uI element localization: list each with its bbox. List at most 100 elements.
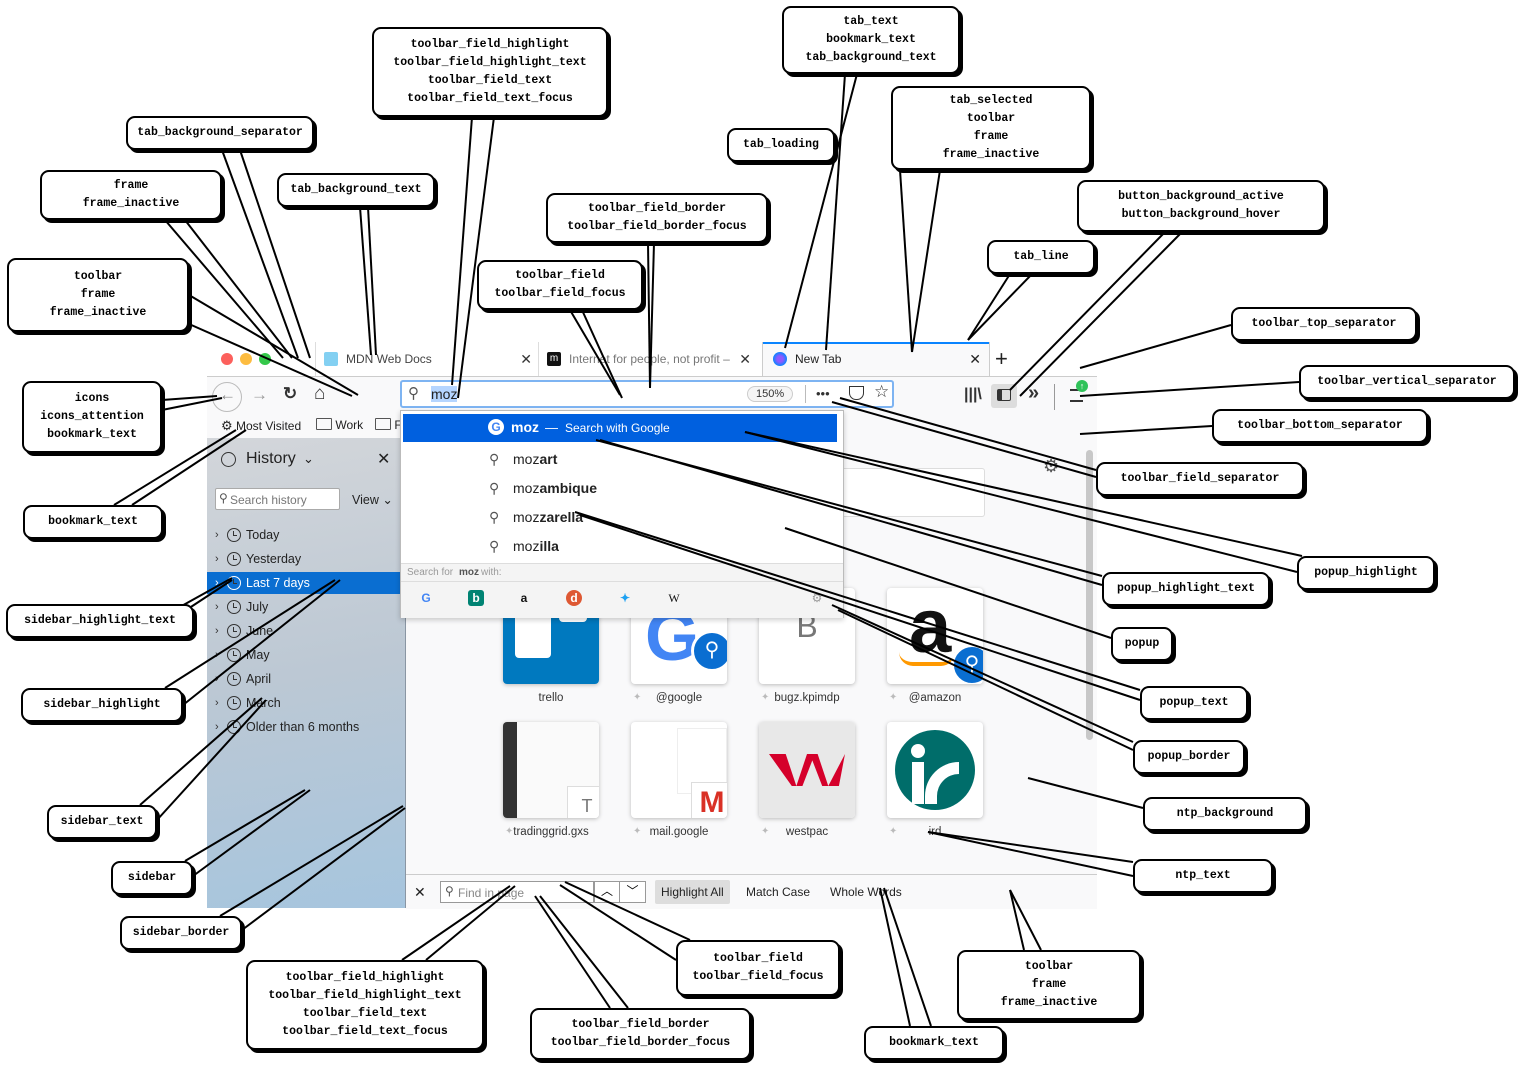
pin-icon[interactable]: ✦ bbox=[761, 826, 770, 837]
bookmark-most-visited[interactable]: ⚙ Most Visited bbox=[221, 418, 301, 434]
folder-icon bbox=[316, 418, 332, 430]
overflow-chevron-icon[interactable]: » bbox=[1028, 382, 1040, 404]
zoom-indicator[interactable]: 150% bbox=[747, 386, 794, 402]
pin-icon[interactable]: ✦ bbox=[761, 692, 770, 703]
history-search-input[interactable]: ⚲ Search history bbox=[215, 488, 340, 510]
leader-line bbox=[1079, 381, 1300, 397]
ntp-settings-gear-icon[interactable]: ⚙ bbox=[1043, 456, 1060, 476]
popup-first-action: Search with Google bbox=[565, 421, 670, 435]
match-case-button[interactable]: Match Case bbox=[746, 885, 811, 899]
pin-icon[interactable]: ✦ bbox=[633, 826, 642, 837]
history-row-label: June bbox=[246, 624, 274, 638]
callout-box: ntp_background bbox=[1143, 797, 1307, 831]
sidebar-title[interactable]: History bbox=[246, 450, 296, 467]
leader-line bbox=[192, 789, 311, 877]
url-input-value[interactable]: moz bbox=[431, 386, 458, 402]
amazon-engine-icon[interactable]: a bbox=[520, 591, 528, 605]
callout-box: popup_highlight bbox=[1297, 556, 1435, 590]
history-row[interactable]: ›June bbox=[215, 620, 397, 642]
suggestion-completion: art bbox=[539, 451, 558, 467]
callout-line: sidebar_border bbox=[132, 926, 230, 939]
leader-line bbox=[156, 699, 267, 821]
leader-line bbox=[574, 511, 1141, 691]
pin-icon[interactable]: ✦ bbox=[505, 826, 514, 837]
pocket-icon[interactable] bbox=[849, 386, 864, 400]
find-bar: ✕ ⚲ Find in page ︿ ﹀ Highlight All Match… bbox=[406, 874, 1097, 909]
callout-line: bookmark_text bbox=[826, 33, 916, 46]
forward-button[interactable]: → bbox=[251, 385, 268, 404]
tab-mdn[interactable]: MDN Web Docs ✕ bbox=[315, 342, 536, 376]
ntp-search-box[interactable] bbox=[837, 468, 985, 517]
tile-label[interactable]: @amazon bbox=[908, 692, 962, 704]
page-actions-button[interactable]: ••• bbox=[816, 386, 830, 401]
tile-label[interactable]: tradinggrid.gxs bbox=[513, 826, 589, 838]
westpac-tile[interactable] bbox=[759, 722, 855, 818]
tab-new-tab-selected[interactable]: New Tab ✕ bbox=[762, 342, 990, 376]
history-row[interactable]: ›Last 7 days bbox=[207, 572, 405, 594]
library-icon[interactable]: |||\ bbox=[964, 386, 982, 403]
reload-button[interactable]: ↻ bbox=[283, 384, 298, 403]
bookmark-star-icon[interactable]: ☆ bbox=[874, 382, 890, 401]
twitter-engine-icon[interactable]: ✦ bbox=[619, 591, 631, 605]
find-next-button[interactable]: ﹀ bbox=[620, 881, 646, 903]
callout-line: toolbar_field_focus bbox=[692, 970, 824, 983]
popup-highlighted-row[interactable]: G moz — Search with Google bbox=[403, 414, 837, 442]
tradinggrid-tile[interactable]: T bbox=[503, 722, 599, 818]
close-window-button[interactable] bbox=[221, 353, 233, 365]
chevron-right-icon: › bbox=[215, 601, 219, 613]
ird-tile[interactable] bbox=[887, 722, 983, 818]
leader-line bbox=[188, 294, 359, 396]
duckduckgo-engine-icon[interactable]: d bbox=[566, 590, 582, 606]
new-tab-button[interactable]: + bbox=[995, 346, 1008, 371]
tab-close-icon[interactable]: ✕ bbox=[520, 350, 532, 367]
tile-label[interactable]: westpac bbox=[785, 826, 829, 838]
callout-box: tab_background_separator bbox=[126, 116, 314, 150]
history-row[interactable]: ›Yesterday bbox=[215, 548, 397, 570]
search-settings-gear-icon[interactable]: ⚙ bbox=[811, 591, 823, 605]
history-row[interactable]: ›July bbox=[215, 596, 397, 618]
findbar-close-button[interactable]: ✕ bbox=[414, 884, 426, 900]
menu-icon[interactable] bbox=[1070, 389, 1083, 402]
ntp-scrollbar[interactable] bbox=[1086, 450, 1093, 740]
tile-label[interactable]: mail.google bbox=[649, 826, 709, 838]
chevron-down-icon[interactable]: ⌄ bbox=[303, 451, 314, 466]
bookmark-folder[interactable]: F bbox=[375, 418, 402, 432]
tile-label[interactable]: trello bbox=[538, 692, 564, 704]
pin-icon[interactable]: ✦ bbox=[889, 826, 898, 837]
google-engine-icon[interactable]: G bbox=[421, 591, 431, 605]
tab-close-icon[interactable]: ✕ bbox=[969, 350, 981, 367]
mdn-favicon-icon bbox=[324, 352, 338, 366]
pin-icon[interactable]: ✦ bbox=[633, 692, 642, 703]
gmail-tile[interactable]: M bbox=[631, 722, 727, 818]
view-menu-button[interactable]: View ⌄ bbox=[352, 492, 393, 507]
field-separator bbox=[805, 385, 806, 403]
pin-icon[interactable]: ✦ bbox=[889, 692, 898, 703]
tab-close-icon[interactable]: ✕ bbox=[739, 350, 751, 367]
callout-line: bookmark_text bbox=[47, 428, 137, 441]
callout-line: toolbar_field_separator bbox=[1120, 472, 1280, 485]
highlight-all-button[interactable]: Highlight All bbox=[655, 880, 730, 904]
suggestion-base: moz bbox=[513, 480, 540, 496]
history-row[interactable]: ›Today bbox=[215, 524, 397, 546]
url-bar[interactable]: ⚲ moz 150% ••• ☆ bbox=[400, 380, 894, 408]
callout-box: tab_line bbox=[987, 240, 1095, 274]
minimize-window-button[interactable] bbox=[240, 353, 252, 365]
wikipedia-engine-icon[interactable]: W bbox=[668, 590, 680, 605]
home-button[interactable]: ⌂ bbox=[314, 383, 326, 404]
leader-line bbox=[182, 579, 341, 706]
sidebar-close-button[interactable]: ✕ bbox=[377, 451, 391, 468]
tile-label[interactable]: @google bbox=[655, 692, 703, 704]
find-in-page-input[interactable]: ⚲ Find in page bbox=[440, 881, 594, 903]
callout-box: popup bbox=[1111, 627, 1173, 661]
callout-line: popup_border bbox=[1147, 750, 1231, 763]
history-row-label: Yesterday bbox=[246, 552, 302, 566]
view-label: View bbox=[352, 493, 379, 507]
bing-engine-icon[interactable]: b bbox=[468, 590, 484, 606]
bookmark-work[interactable]: Work bbox=[316, 418, 363, 432]
leader-line bbox=[839, 397, 1097, 471]
tile-label[interactable]: bugz.kpimdp bbox=[774, 692, 840, 704]
